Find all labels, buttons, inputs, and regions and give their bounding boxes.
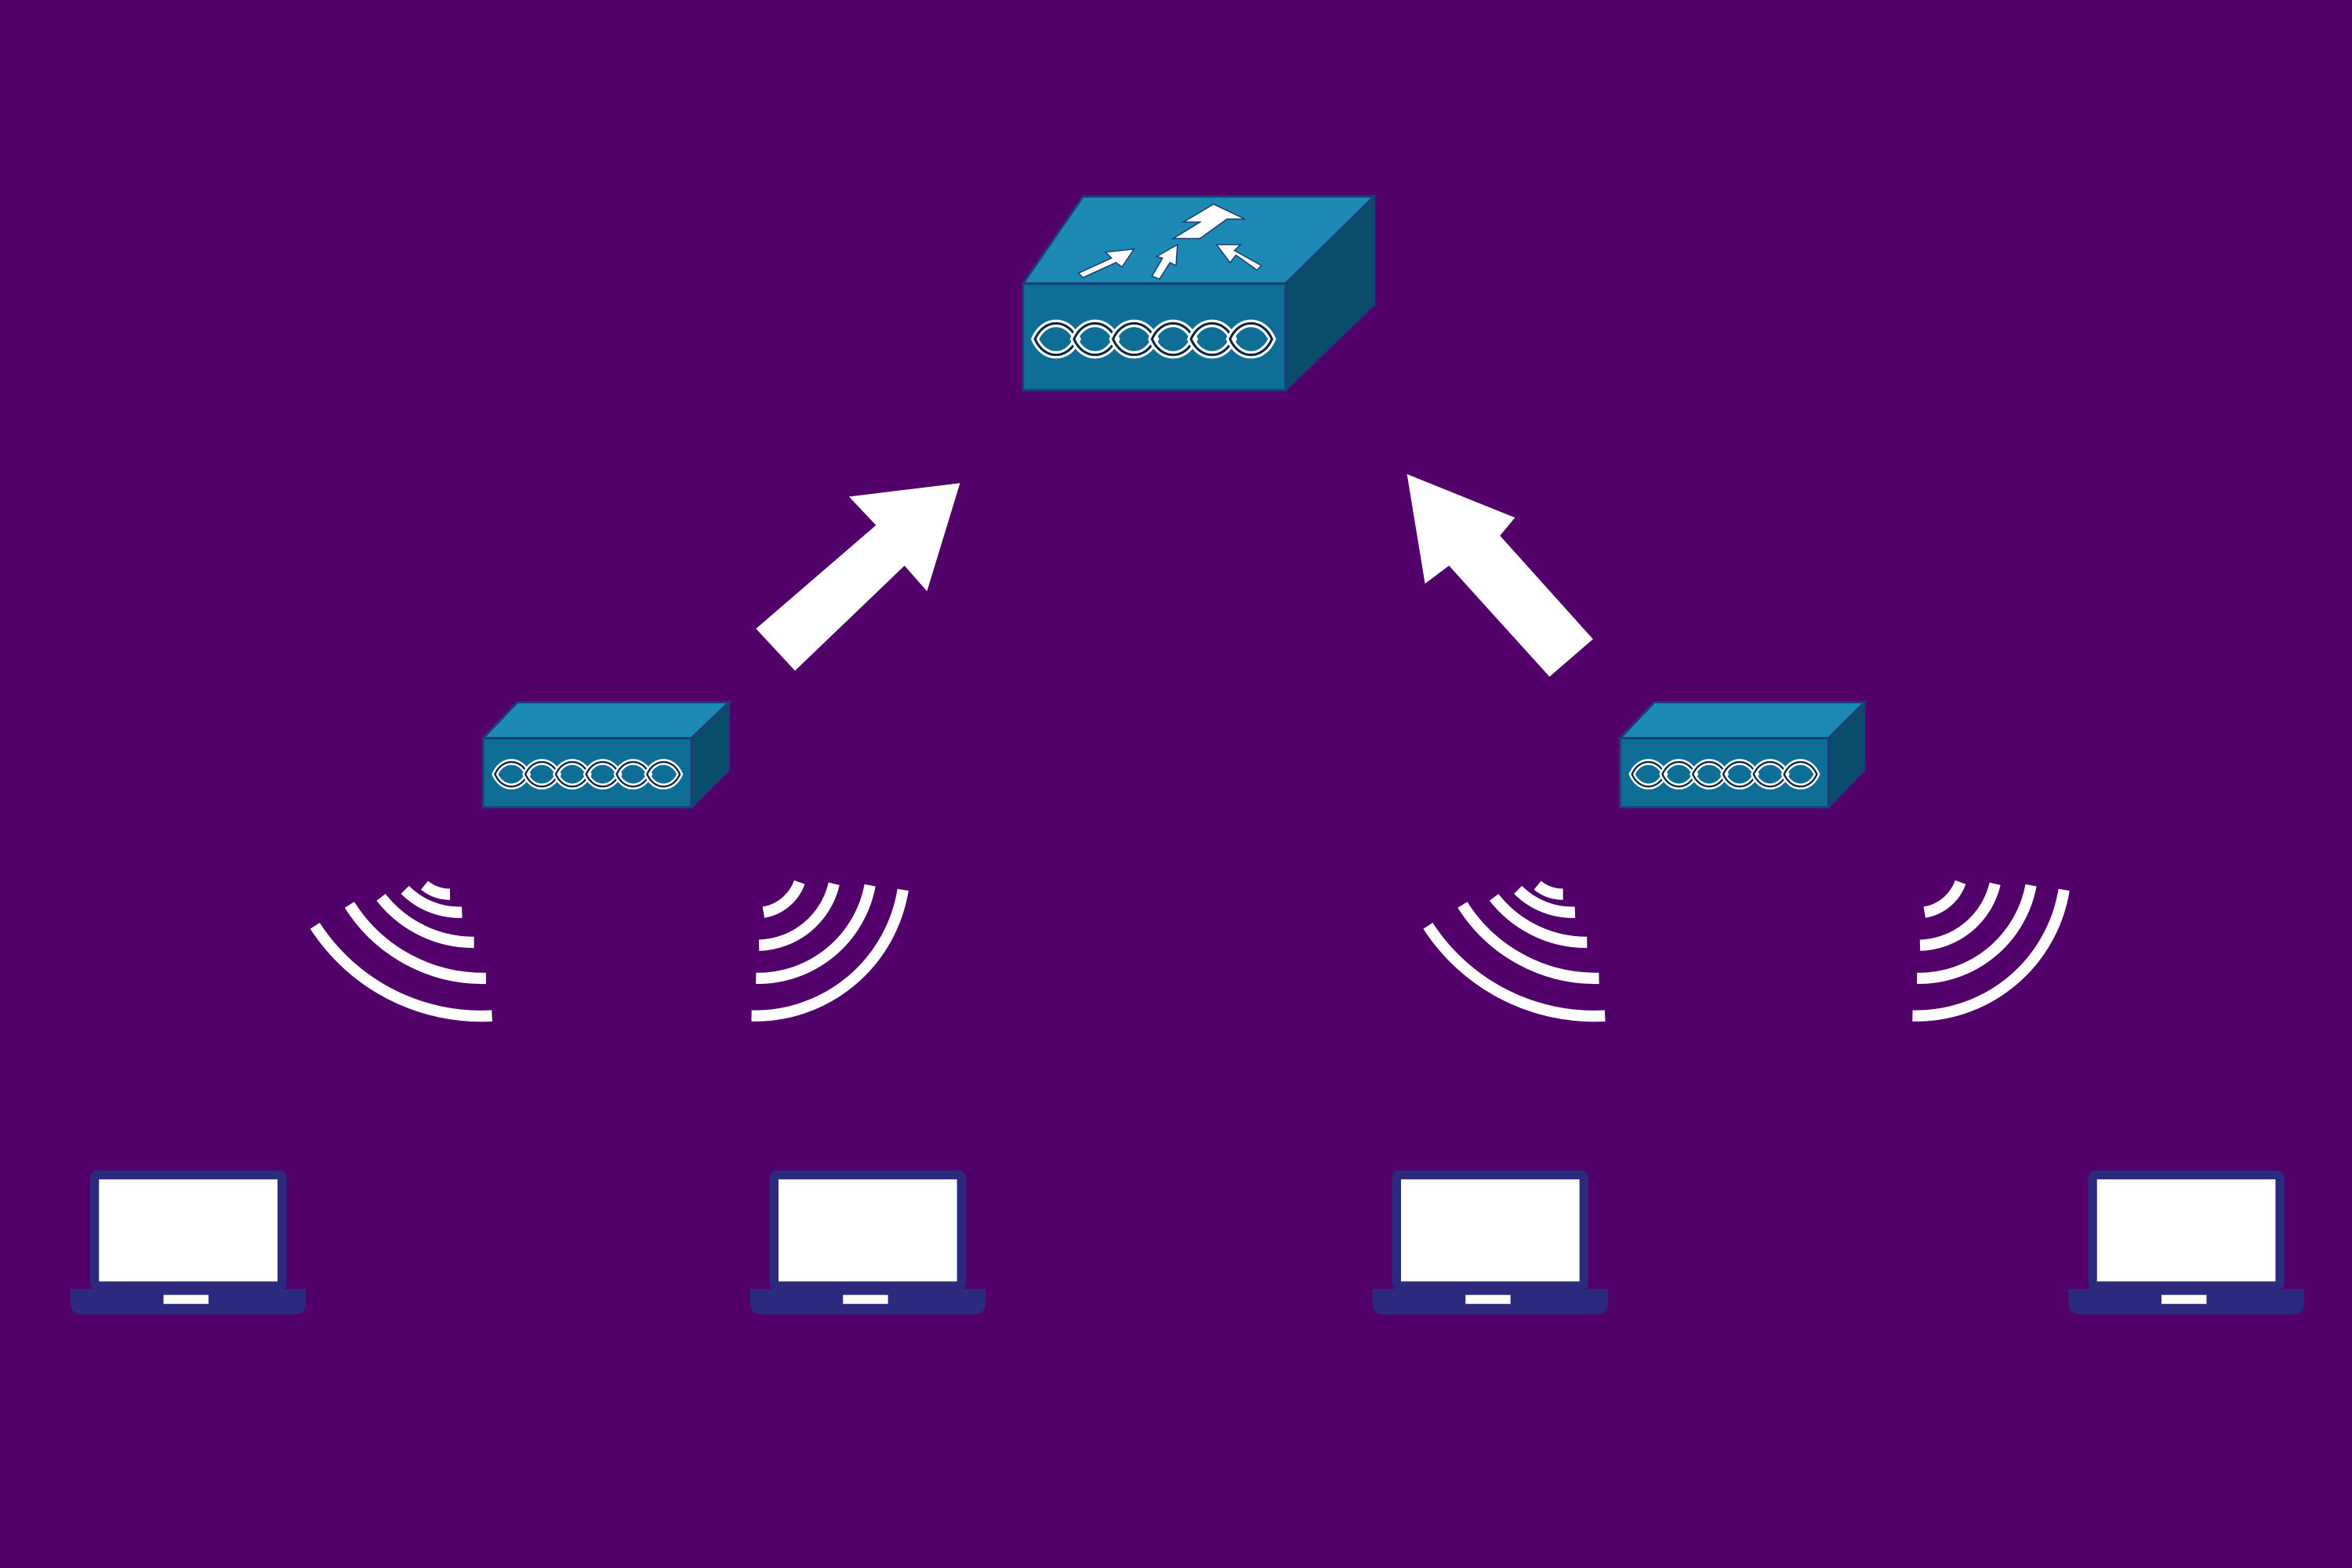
uplink-arrow-icon-left [756, 483, 960, 671]
laptop-icon-2[interactable] [750, 1170, 986, 1315]
wireless-signal-icon-3 [1423, 880, 1606, 1022]
access-switch-left-top [480, 701, 732, 740]
wireless-signal-icon-2 [751, 880, 909, 1022]
laptop-screen [2096, 1179, 2276, 1282]
laptop-icon-3[interactable] [1372, 1170, 1609, 1315]
wireless-signal-icon-4 [1912, 880, 2070, 1022]
wireless-signal-icon-1 [310, 880, 492, 1022]
access-switch-right-top [1617, 701, 1867, 740]
multilayer-arrows-icon [1077, 203, 1263, 280]
laptop-screen [1400, 1179, 1580, 1282]
laptop-icon-1[interactable] [70, 1170, 307, 1315]
core-switch[interactable] [1021, 194, 1377, 393]
laptop-screen [778, 1179, 957, 1282]
laptop-icon-4[interactable] [2068, 1170, 2304, 1315]
uplink-arrow-icon-right [1406, 474, 1593, 677]
laptop-screen [99, 1179, 278, 1282]
access-switch-right[interactable] [1617, 699, 1867, 811]
access-switch-left[interactable] [480, 699, 732, 811]
